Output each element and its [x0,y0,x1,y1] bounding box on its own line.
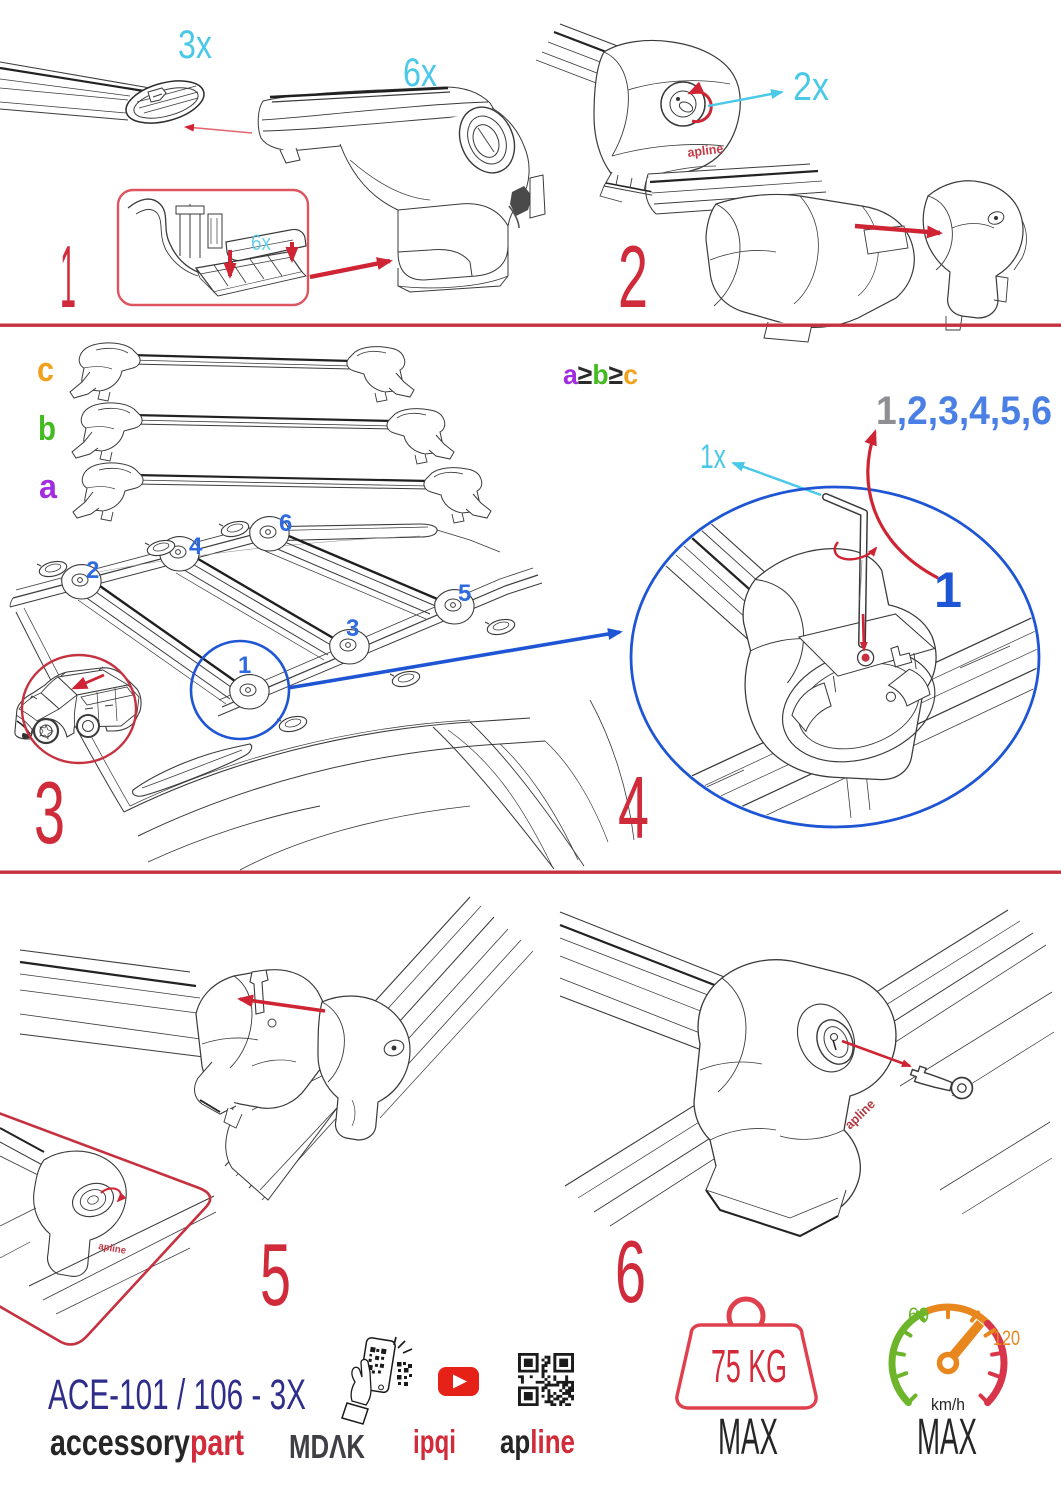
svg-text:1: 1 [60,227,76,326]
svg-text:5: 5 [458,580,471,607]
svg-text:1x: 1x [700,438,726,476]
svg-text:6x: 6x [251,230,271,255]
svg-text:60: 60 [908,1304,929,1327]
svg-text:4: 4 [189,533,203,560]
svg-text:3x: 3x [178,23,212,67]
svg-text:a: a [39,468,58,506]
svg-text:MAX: MAX [917,1408,977,1465]
svg-text:MDΛK: MDΛK [289,1428,365,1465]
svg-text:4: 4 [618,758,649,857]
svg-text:apline: apline [687,141,725,160]
svg-text:1: 1 [238,652,251,679]
svg-text:75 KG: 75 KG [711,1340,787,1392]
svg-text:ACE-101 / 106 - 3X: ACE-101 / 106 - 3X [48,1371,306,1419]
svg-text:a≥b≥c: a≥b≥c [563,359,638,390]
svg-text:ipqi: ipqi [413,1423,456,1460]
svg-text:6x: 6x [403,51,437,95]
svg-text:apline: apline [500,1423,575,1460]
svg-text:2: 2 [86,557,99,584]
svg-text:apline: apline [97,1241,127,1257]
svg-text:2: 2 [618,227,648,326]
svg-text:km/h: km/h [931,1395,965,1414]
svg-text:6: 6 [279,510,292,537]
svg-text:5: 5 [260,1225,291,1324]
svg-text:2x: 2x [793,65,829,109]
svg-text:6: 6 [615,1222,646,1321]
svg-text:b: b [38,410,56,448]
svg-text:c: c [37,351,54,389]
svg-text:120: 120 [993,1327,1020,1350]
svg-text:3: 3 [346,615,359,642]
svg-text:3: 3 [34,763,65,862]
svg-text:1,2,3,4,5,6: 1,2,3,4,5,6 [876,389,1052,433]
svg-text:accessorypart: accessorypart [50,1422,244,1463]
svg-text:MAX: MAX [718,1408,778,1465]
svg-text:1: 1 [934,562,962,618]
